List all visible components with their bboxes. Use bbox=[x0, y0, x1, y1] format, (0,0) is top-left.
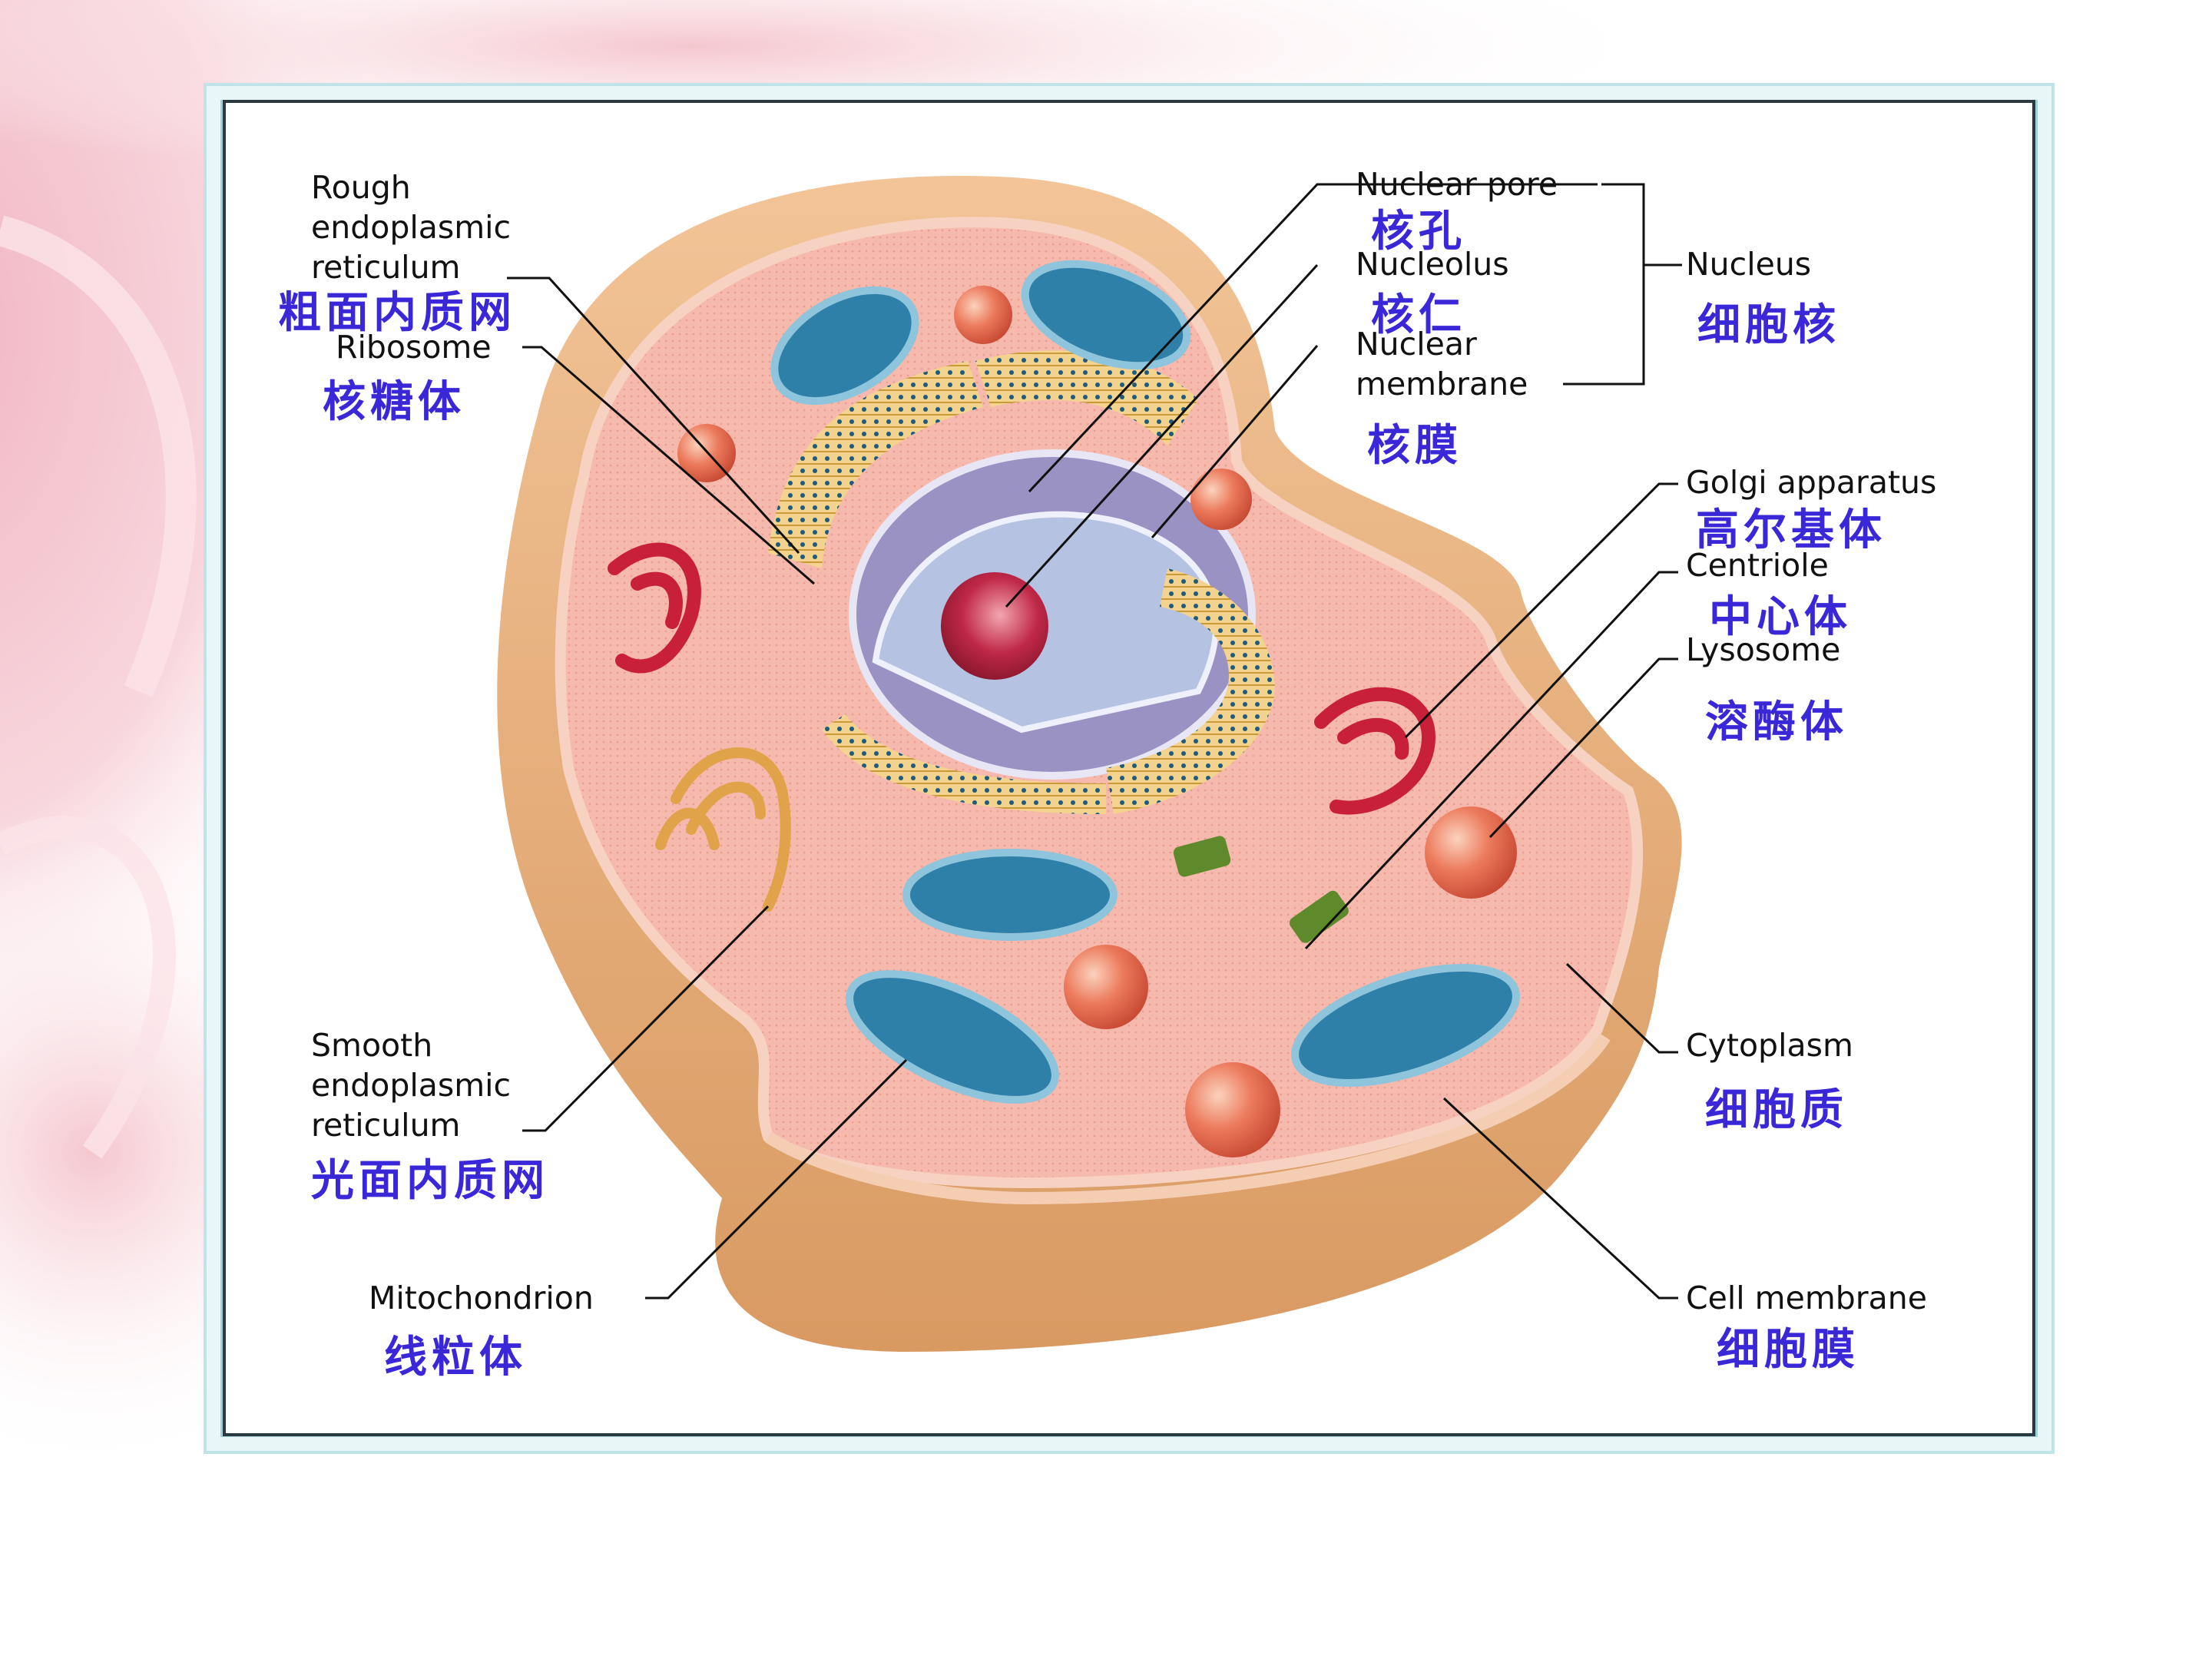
label-rough-er-cn: 粗面内质网 bbox=[278, 288, 516, 338]
label-centriole: Centriole bbox=[1686, 547, 1829, 584]
rough-er-band-bottom bbox=[822, 714, 1106, 814]
label-golgi: Golgi apparatus bbox=[1686, 464, 1937, 501]
label-nuclear-pore: Nuclear pore bbox=[1356, 166, 1558, 203]
label-centriole-cn: 中心体 bbox=[1709, 592, 1852, 642]
label-golgi-cn: 高尔基体 bbox=[1696, 505, 1886, 555]
label-cytoplasm: Cytoplasm bbox=[1686, 1027, 1853, 1064]
label-nucleolus-cn: 核仁 bbox=[1371, 290, 1466, 340]
label-rough-er: Rough endoplasmic reticulum bbox=[311, 169, 512, 286]
label-ribosome: Ribosome bbox=[336, 329, 492, 366]
label-nucleus-cn: 细胞核 bbox=[1697, 300, 1840, 350]
label-mitochondrion: Mitochondrion bbox=[369, 1280, 594, 1316]
rough-er-band-top bbox=[975, 350, 1198, 445]
label-smooth-er: Smooth endoplasmic reticulum bbox=[311, 1027, 512, 1144]
nucleolus-shape bbox=[941, 572, 1048, 680]
label-mitochondrion-cn: 线粒体 bbox=[384, 1333, 527, 1382]
label-nucleus: Nucleus bbox=[1686, 246, 1812, 283]
label-cytoplasm-cn: 细胞质 bbox=[1705, 1085, 1848, 1135]
rough-er-band-right bbox=[1106, 568, 1275, 814]
label-smooth-er-cn: 光面内质网 bbox=[311, 1156, 549, 1206]
leader-lines bbox=[507, 183, 1682, 1300]
label-cell-membrane: Cell membrane bbox=[1686, 1280, 1927, 1316]
label-ribosome-cn: 核糖体 bbox=[323, 377, 465, 427]
label-nuclear-pore-cn: 核孔 bbox=[1371, 207, 1466, 257]
golgi-shapes bbox=[608, 542, 1436, 815]
centriole-shapes bbox=[1173, 836, 1349, 943]
mitochondria-shapes bbox=[770, 260, 1520, 1104]
rough-er-band-left bbox=[768, 361, 983, 568]
smooth-er-shape bbox=[655, 747, 791, 912]
cell-membrane-band bbox=[764, 1033, 1611, 1205]
label-nuclear-membrane: Nuclear membrane bbox=[1356, 326, 1528, 402]
label-nucleolus: Nucleolus bbox=[1356, 246, 1509, 283]
label-cell-membrane-cn: 细胞膜 bbox=[1717, 1325, 1859, 1375]
label-lysosome: Lysosome bbox=[1686, 631, 1841, 668]
label-lysosome-cn: 溶酶体 bbox=[1705, 697, 1848, 747]
label-nuclear-membrane-cn: 核膜 bbox=[1367, 421, 1462, 471]
